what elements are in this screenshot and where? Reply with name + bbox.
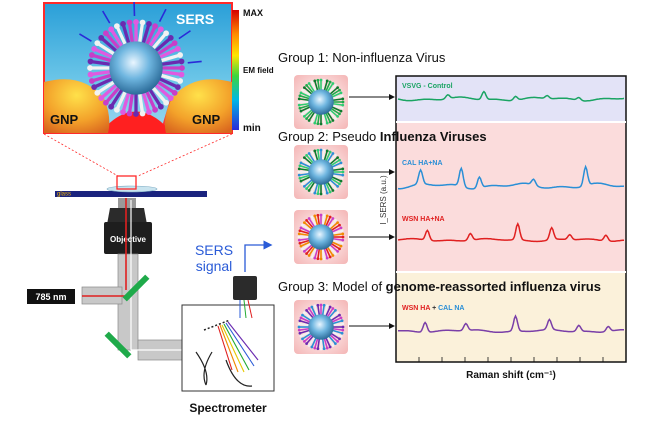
sers-emission-arrows <box>79 2 202 64</box>
laser-label-box <box>27 289 75 304</box>
gnp-right-shape <box>164 79 232 133</box>
group3-title-bold: genome-reassorted influenza virus <box>386 279 601 294</box>
dispersed-spectrum <box>217 299 259 373</box>
sers-signal-label-line1: SERS <box>195 242 233 258</box>
thumb-cal <box>294 145 348 199</box>
spectrometer-label: Spectrometer <box>189 401 267 415</box>
group3-band <box>396 272 626 362</box>
group1-title-text: Group 1: Non-influenza Virus <box>278 50 446 65</box>
colorbar-gradient <box>232 10 239 130</box>
trace-label-1: VSVG - Control <box>402 83 453 90</box>
sers-signal-label-line2: signal <box>196 258 233 274</box>
zoom-line-right <box>137 133 233 177</box>
hotspot-gap <box>100 111 172 133</box>
inset-virus <box>87 19 185 117</box>
colorbar-max-label: MAX <box>243 8 263 18</box>
sers-label: SERS <box>176 11 214 27</box>
sers-inset: SERS GNP GNP <box>43 2 233 134</box>
dichroic-mirror <box>122 274 150 302</box>
thumb-reassorted-virus <box>297 303 345 351</box>
colorbar: MAX EM field min <box>232 8 274 134</box>
sers-signal-arrow <box>244 240 273 272</box>
thumb-cal-virus <box>297 148 345 196</box>
detector-camera <box>233 276 257 300</box>
grating <box>203 319 231 331</box>
thumb-wsn <box>294 210 348 264</box>
thumb-reassorted <box>294 300 348 354</box>
group2-title-bold: Influenza Viruses <box>380 129 487 144</box>
thumb-vsvg <box>294 75 348 129</box>
spectra-traces <box>397 90 625 334</box>
trace-label-4-part-2: + <box>430 305 438 312</box>
objective-body <box>104 222 152 254</box>
gnp-left-shape <box>44 79 110 133</box>
trace-3 <box>397 221 625 243</box>
group3-title: Group 3: Model of genome-reassorted infl… <box>278 279 601 294</box>
y-axis-label: I_SERS (a.u.) <box>379 175 388 225</box>
trace-label-3-part-1: WSN HA+NA <box>402 216 445 223</box>
thumb-wsn-virus <box>297 213 345 261</box>
x-axis-ticks <box>395 357 627 362</box>
trace-label-4-part-1: WSN HA <box>402 305 430 312</box>
virus-particle <box>79 2 202 117</box>
trace-label-1-part-1: VSVG - Control <box>402 83 453 90</box>
spectrometer-box <box>181 304 275 392</box>
trace-label-2: CAL HA+NA <box>402 160 443 167</box>
focusing-mirror <box>225 359 253 387</box>
turning-mirror <box>104 331 132 359</box>
objective-tip <box>118 198 136 208</box>
x-axis-label: Raman shift (cm⁻¹) <box>466 370 556 381</box>
trace-label-4: WSN HA + CAL NA <box>402 305 464 312</box>
gnp-right-label: GNP <box>192 112 221 127</box>
trace-label-3: WSN HA+NA <box>402 216 445 223</box>
spectra-panel: I_SERS (a.u.) Raman shift (cm⁻¹) VSVG - … <box>379 75 627 381</box>
stage <box>55 191 207 197</box>
trace-1 <box>397 90 625 102</box>
virus-thumbnails <box>294 75 395 354</box>
group2-title: Group 2: Pseudo Influenza Viruses <box>278 129 487 144</box>
group2-title-text: Group 2: Pseudo <box>278 129 380 144</box>
zoom-line-left <box>43 133 119 177</box>
optical-setup: glass Objective 785 nm <box>27 175 275 415</box>
focus-box <box>116 175 137 190</box>
trace-label-4-part-3: CAL NA <box>438 305 464 312</box>
collimating-mirror <box>195 351 213 386</box>
group2-band <box>396 122 626 272</box>
colorbar-min-label: min <box>243 123 261 134</box>
thumb-vsvg-virus <box>297 78 345 126</box>
laser-label: 785 nm <box>35 292 66 302</box>
glass-label: glass <box>57 192 71 198</box>
objective-label: Objective <box>110 235 147 244</box>
trace-4 <box>398 314 624 334</box>
gnp-left-label: GNP <box>50 112 79 127</box>
group3-title-text: Group 3: Model of <box>278 279 386 294</box>
trace-label-2-part-1: CAL HA+NA <box>402 160 443 167</box>
colorbar-field-label: EM field <box>243 66 274 75</box>
trace-2 <box>397 164 625 190</box>
group1-title: Group 1: Non-influenza Virus <box>278 50 446 65</box>
